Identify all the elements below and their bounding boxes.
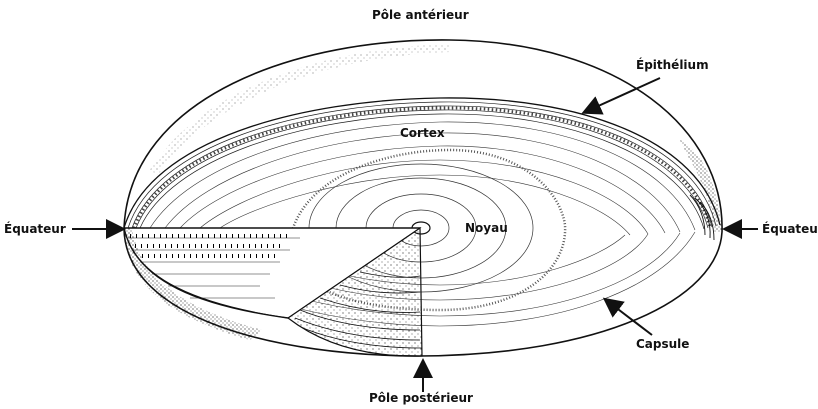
capsule-outline xyxy=(124,40,722,356)
label-equateur-left: Équateur xyxy=(4,222,66,236)
label-epithelium: Épithélium xyxy=(636,58,709,72)
label-noyau: Noyau xyxy=(465,221,508,235)
label-capsule: Capsule xyxy=(636,337,689,351)
label-cortex: Cortex xyxy=(400,126,445,140)
label-pole-anterieur: Pôle antérieur xyxy=(372,8,469,22)
label-equateur-right: Équateur xyxy=(762,222,818,236)
label-pole-posterieur: Pôle postérieur xyxy=(369,391,473,405)
arrow-epithelium xyxy=(585,78,660,112)
arrow-capsule xyxy=(606,300,652,335)
